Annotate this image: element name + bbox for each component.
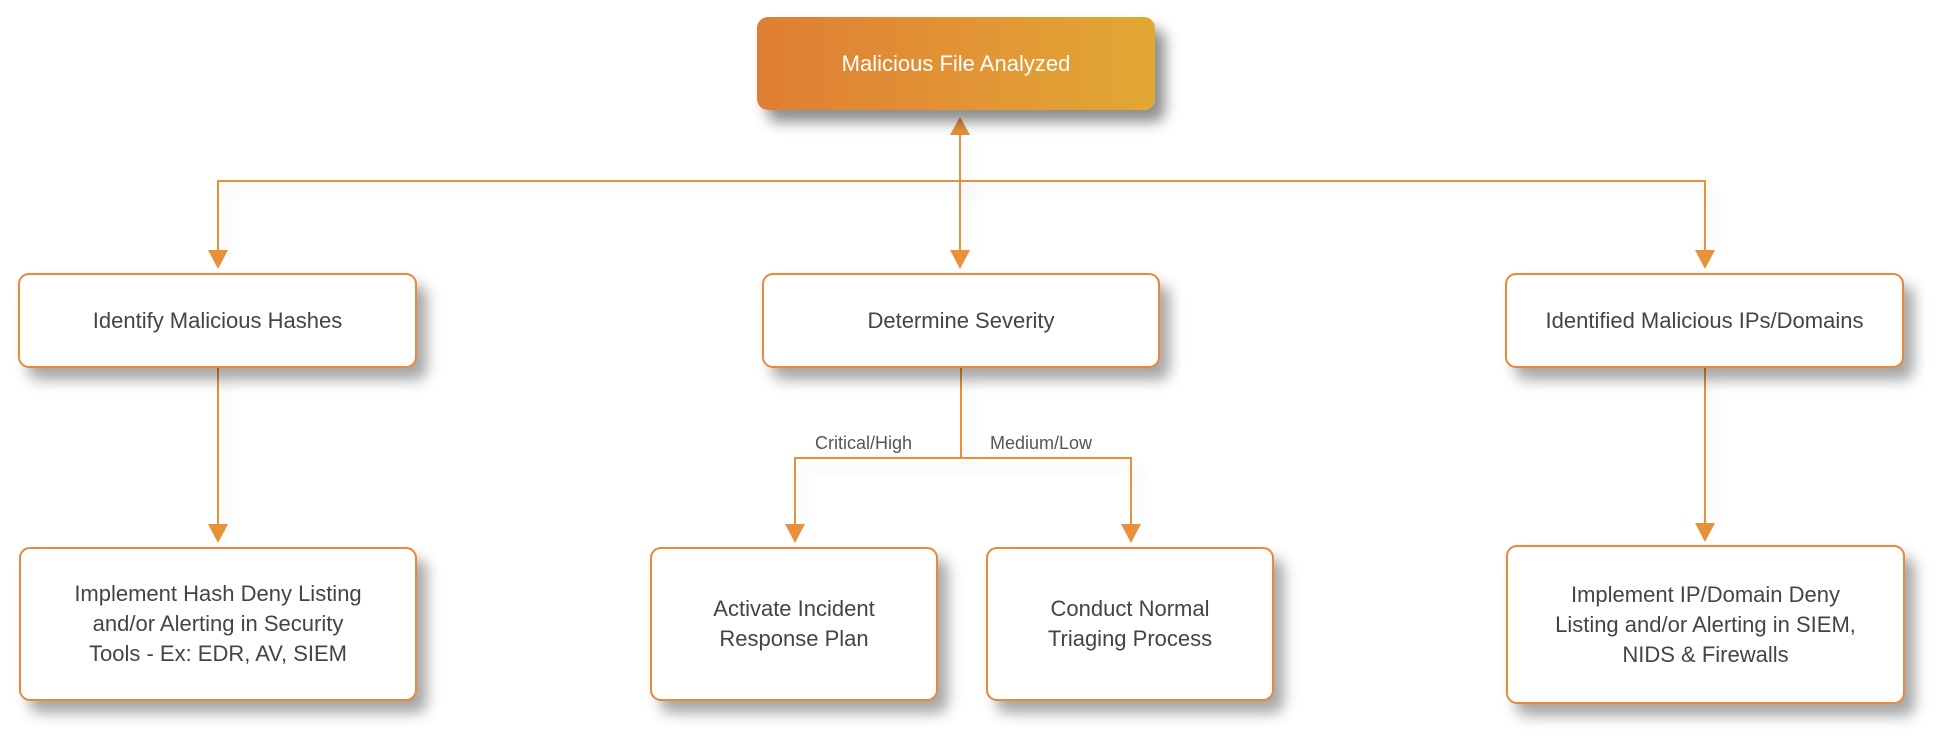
node-label: Implement Hash Deny Listing and/or Alert… xyxy=(74,581,362,666)
node-label: Conduct Normal Triaging Process xyxy=(1047,596,1213,651)
node-malicious-file-analyzed[interactable]: Malicious File Analyzed xyxy=(757,17,1155,110)
node-label: Implement IP/Domain Deny Listing and/or … xyxy=(1555,581,1856,667)
node-determine-severity[interactable]: Determine Severity xyxy=(762,273,1160,368)
arrowhead-down-triage xyxy=(1121,524,1141,543)
edge-severity-to-triage xyxy=(961,457,1132,525)
arrowhead-down-incident xyxy=(785,524,805,543)
node-activate-incident-response-plan[interactable]: Activate Incident Response Plan xyxy=(650,547,938,701)
node-label: Determine Severity xyxy=(867,307,1055,333)
arrowhead-down-hash-action xyxy=(208,524,228,543)
edge-root-to-ips xyxy=(960,180,1706,250)
arrowhead-down-ips xyxy=(1695,250,1715,269)
node-conduct-normal-triaging-process[interactable]: Conduct Normal Triaging Process xyxy=(986,547,1274,701)
node-identified-malicious-ips-domains[interactable]: Identified Malicious IPs/Domains xyxy=(1505,273,1904,368)
node-identify-malicious-hashes[interactable]: Identify Malicious Hashes xyxy=(18,273,417,368)
edge-root-to-hashes xyxy=(217,180,960,250)
arrowhead-down-ip-action xyxy=(1695,523,1715,542)
arrowhead-up-root xyxy=(950,117,970,135)
arrowhead-down-hashes xyxy=(208,250,228,269)
node-implement-hash-deny-listing[interactable]: Implement Hash Deny Listing and/or Alert… xyxy=(19,547,417,701)
edge-label-critical-high: Critical/High xyxy=(815,433,913,453)
node-label: Malicious File Analyzed xyxy=(841,50,1071,76)
edge-label-medium-low: Medium/Low xyxy=(990,433,1093,453)
node-implement-ip-domain-deny-listing[interactable]: Implement IP/Domain Deny Listing and/or … xyxy=(1506,545,1905,704)
node-label: Identify Malicious Hashes xyxy=(92,307,343,333)
arrowhead-down-severity xyxy=(950,250,970,269)
node-label: Activate Incident Response Plan xyxy=(713,596,875,651)
node-label: Identified Malicious IPs/Domains xyxy=(1545,307,1864,333)
edge-severity-to-incident xyxy=(794,368,962,525)
